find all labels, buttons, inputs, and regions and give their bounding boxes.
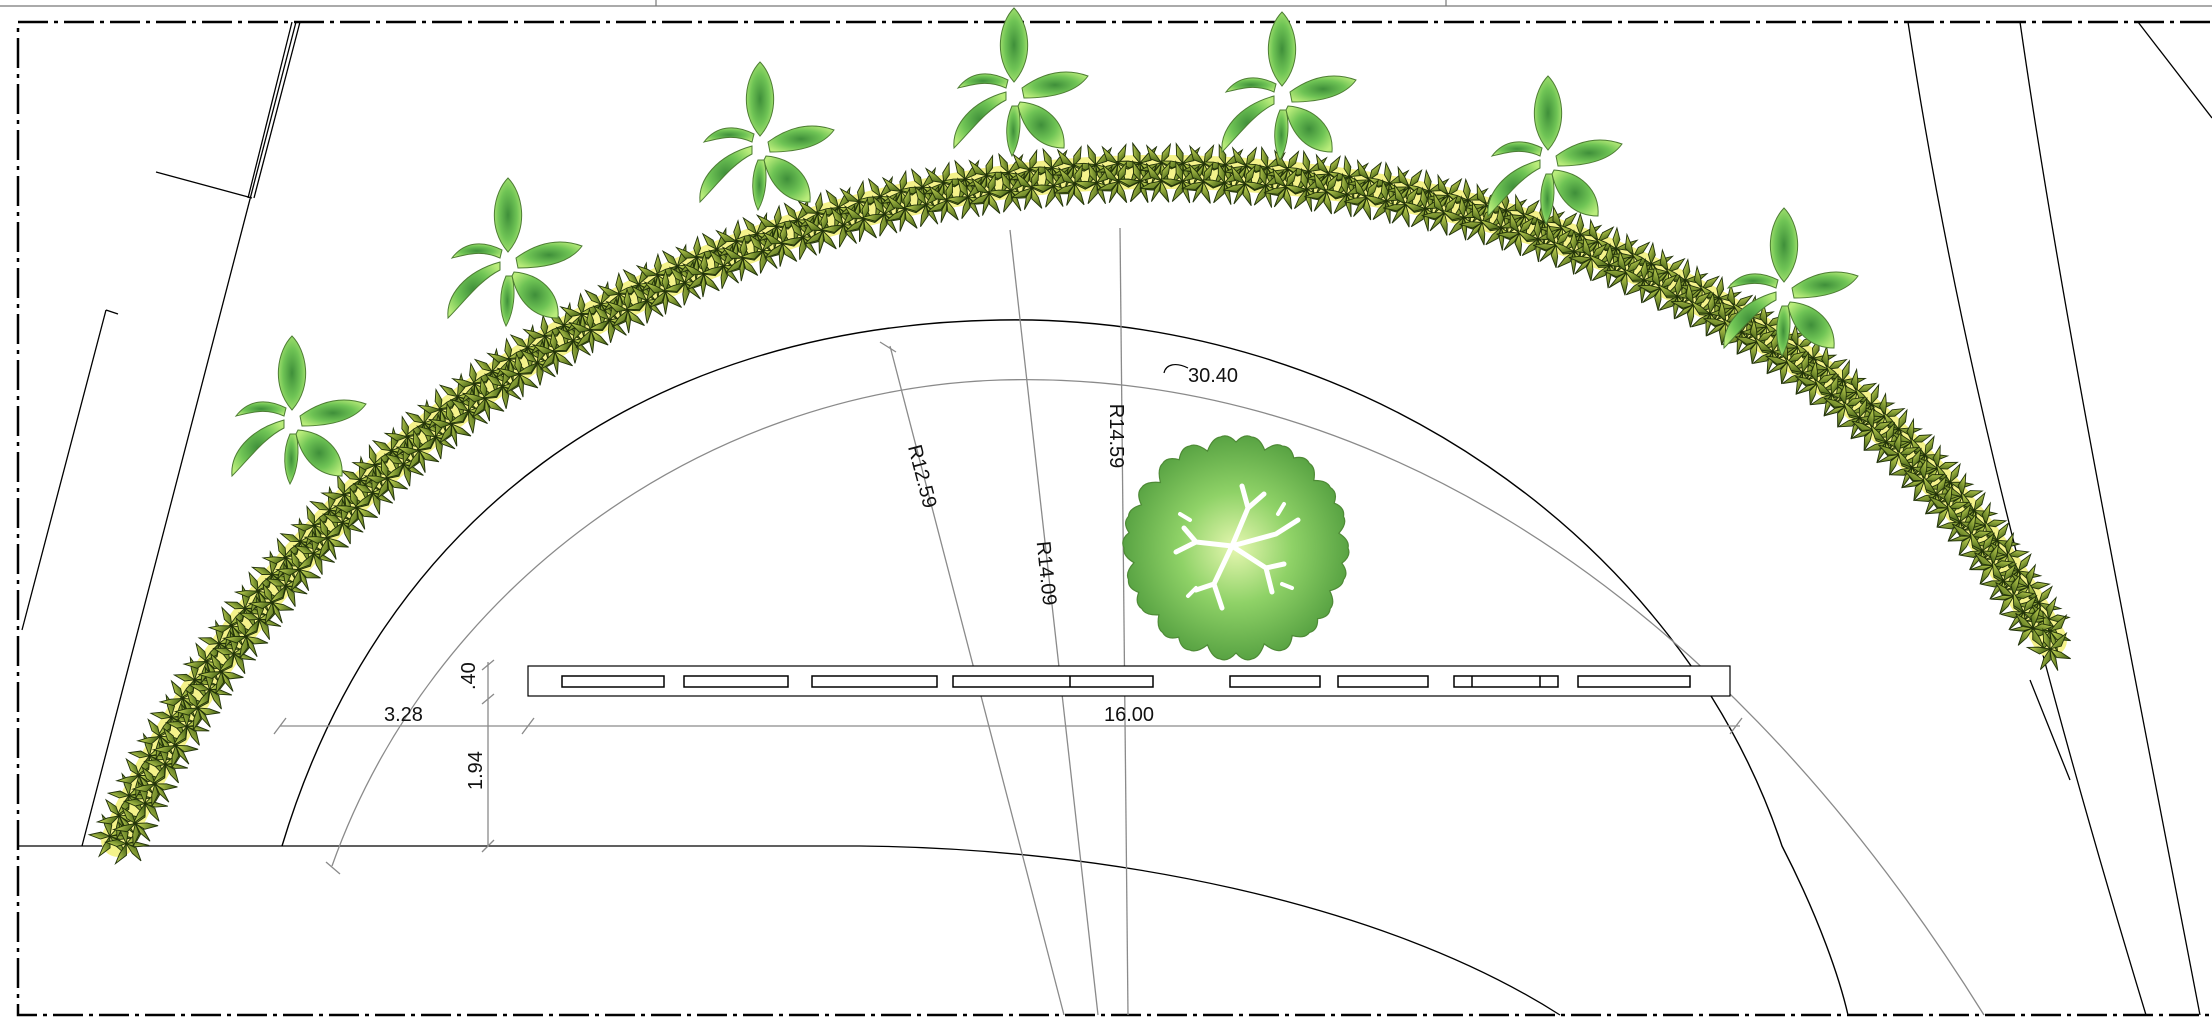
dim-offset-vertical: 1.94 xyxy=(465,751,487,790)
inner-arc xyxy=(281,319,1849,1016)
dim-bench-length: 16.00 xyxy=(1104,704,1154,726)
dimension-lines xyxy=(273,363,1743,875)
bench-segment xyxy=(683,675,789,688)
dim-radius-inner: R12.59 xyxy=(903,443,940,511)
palm-tree-symbol xyxy=(447,177,583,327)
palm-tree-symbol xyxy=(953,7,1089,157)
site-lines xyxy=(18,21,2212,1016)
bench-strip xyxy=(527,665,1731,697)
palm-tree-symbol xyxy=(231,335,367,485)
bench-segment xyxy=(952,675,1154,688)
palm-tree-symbol xyxy=(699,61,835,211)
radius-lines xyxy=(879,227,1129,1016)
dim-radius-outer: R14.59 xyxy=(1105,404,1127,469)
bench-segment xyxy=(1453,675,1559,688)
bench-segment xyxy=(1577,675,1691,688)
dimension-arc xyxy=(331,378,1985,1016)
bench-segment xyxy=(561,675,665,688)
dim-arc-length: 30.40 xyxy=(1188,365,1238,387)
hedge-band xyxy=(101,154,2067,857)
viewport-border xyxy=(16,20,2212,1017)
tree-canopy-symbol xyxy=(1122,435,1350,661)
title-block-edge xyxy=(0,0,2212,7)
palm-tree-symbol xyxy=(1221,11,1357,161)
bench-segment xyxy=(811,675,938,688)
bench-segment xyxy=(1229,675,1321,688)
dim-radius-middle: R14.09 xyxy=(1032,540,1061,606)
bench-segment xyxy=(1337,675,1429,688)
dim-offset-left: 3.28 xyxy=(384,704,423,726)
dim-offset-small: .40 xyxy=(458,662,480,690)
